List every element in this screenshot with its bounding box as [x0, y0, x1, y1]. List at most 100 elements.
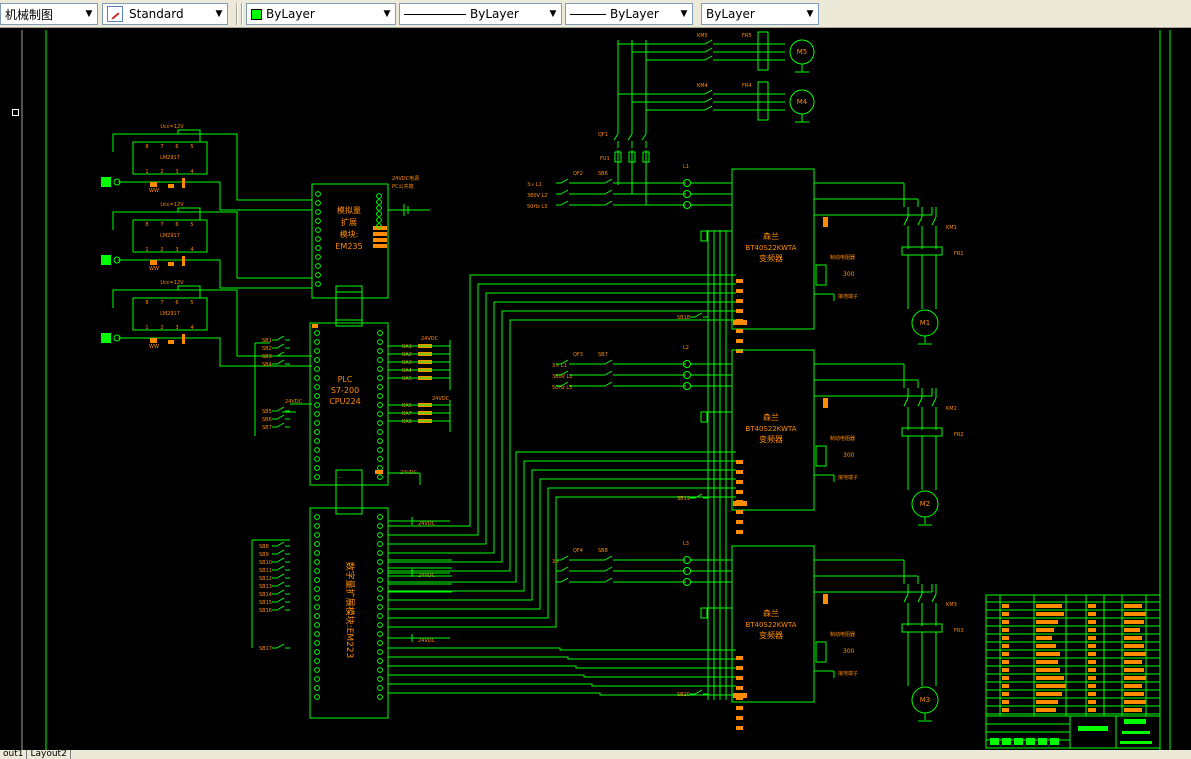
inverter-brand: 森兰 — [763, 608, 779, 618]
title-block-cell — [1002, 708, 1009, 712]
title-block-cell — [1088, 636, 1096, 640]
em235-terminal — [376, 205, 382, 211]
title-block-cell — [1124, 668, 1144, 672]
amp-pin-label: 2 — [160, 247, 163, 253]
plot-style-dropdown[interactable]: ByLayer ▼ — [701, 3, 819, 25]
plc-output-terminal — [377, 420, 383, 426]
title-block-cell — [1036, 636, 1052, 640]
motor-label: M2 — [920, 500, 931, 508]
amp-wire — [112, 211, 312, 279]
lineweight-dropdown[interactable]: ByLayer ▼ — [565, 3, 693, 25]
title-block-cell — [1036, 684, 1066, 688]
contactor-label: KM4 — [697, 83, 708, 89]
input-switch — [276, 406, 285, 412]
tab-layout2[interactable]: Layout2 — [27, 750, 71, 759]
chevron-down-icon: ▼ — [549, 9, 557, 19]
workspace-dropdown[interactable]: 机械制图 ▼ — [0, 3, 98, 25]
em223-supply-label: 24VDC — [418, 638, 436, 644]
plc-input-label: SB7 — [262, 425, 272, 431]
plc-input-terminal — [314, 411, 320, 417]
amp-pin-label: 6 — [175, 144, 178, 150]
amp-pin-label: 8 — [145, 300, 148, 306]
title-block-cell — [1002, 660, 1009, 664]
plc-output-terminal — [377, 393, 383, 399]
chevron-down-icon: ▼ — [680, 9, 688, 19]
plc-input-terminal — [314, 384, 320, 390]
em223-terminal — [314, 595, 320, 601]
switch-contact — [604, 178, 613, 184]
input-switch — [276, 351, 285, 357]
inverter-control-terminal — [736, 490, 743, 494]
chevron-down-icon: ▼ — [215, 9, 223, 19]
linetype-dropdown[interactable]: ByLayer ▼ — [399, 3, 562, 25]
text-style-dropdown[interactable]: Standard ▼ — [102, 3, 228, 25]
breaker-contact — [560, 189, 569, 195]
input-connector-icon — [113, 178, 121, 186]
fuse-label: FU1 — [600, 156, 610, 162]
plc-input-label: SB1 — [262, 338, 272, 344]
em223-terminal — [377, 685, 383, 691]
em223-terminal — [314, 514, 320, 520]
control-switch — [694, 689, 703, 695]
amp-wire — [205, 259, 312, 289]
switch-label: SB8 — [598, 548, 608, 554]
title-block-cell — [1036, 644, 1056, 648]
diode-block — [182, 178, 185, 188]
breaker-contact — [560, 577, 569, 583]
relay-label: FR4 — [742, 83, 752, 89]
amp-pin-label: 4 — [190, 247, 193, 253]
title-block-cell — [1088, 620, 1096, 624]
title-block-cell — [1036, 604, 1062, 608]
tab-layout1[interactable]: out1 — [0, 750, 28, 759]
switch-contact — [604, 555, 613, 561]
input-switch — [276, 414, 285, 420]
em223-terminal — [314, 577, 320, 583]
input-switch — [276, 549, 285, 555]
title-block-cell — [1036, 700, 1058, 704]
control-bus-wire — [388, 274, 736, 527]
contactor-contact — [903, 593, 909, 603]
plc-output-terminal — [377, 366, 383, 372]
inverter-input-terminal — [683, 371, 691, 379]
inverter-control-terminal — [736, 510, 743, 514]
em235-terminal — [315, 209, 321, 215]
em223-module — [309, 507, 389, 719]
title-block-mark — [1002, 738, 1011, 745]
control-bus-wire — [388, 496, 736, 628]
em235-note: PC公共端 — [392, 183, 414, 190]
brake-resistor-label: 制动电阻器 — [830, 254, 855, 261]
em223-terminal — [377, 532, 383, 538]
plc-input-label: SB4 — [262, 362, 272, 368]
em223-terminal — [377, 694, 383, 700]
em223-input-label: SB14 — [259, 592, 272, 598]
plc-label: ... — [337, 474, 342, 480]
title-block-cell — [1124, 708, 1142, 712]
inverter-control-terminal — [736, 470, 743, 474]
contactor-contact — [704, 55, 713, 61]
lineweight-value: ByLayer — [610, 7, 659, 21]
em235-terminal — [376, 211, 382, 217]
control-switch — [694, 312, 703, 318]
plc-output-terminal — [377, 339, 383, 345]
chevron-down-icon: ▼ — [383, 9, 391, 19]
inverter-control-terminal — [736, 686, 743, 690]
em223-terminal — [314, 613, 320, 619]
plc-input-label: SB3 — [262, 354, 272, 360]
inverter-control-terminal — [736, 460, 743, 464]
amp-pin-label: 4 — [190, 325, 193, 331]
control-bus-wire — [388, 656, 736, 660]
title-block-cell — [1088, 612, 1096, 616]
contactor-contact — [917, 593, 923, 603]
brake-resistor-label: 制动电阻器 — [830, 631, 855, 638]
relay-label: FR2 — [954, 432, 964, 438]
title-block-mark — [1122, 731, 1150, 734]
title-block-cell — [1036, 708, 1056, 712]
em223-terminal — [377, 541, 383, 547]
em235-label: EM235 — [335, 242, 362, 251]
layer-color-dropdown[interactable]: ByLayer ▼ — [246, 3, 396, 25]
plc-input-terminal — [314, 465, 320, 471]
inverter-brand: 森兰 — [763, 231, 779, 241]
switch-contact — [604, 381, 613, 387]
breaker-label: QF1 — [598, 132, 608, 138]
